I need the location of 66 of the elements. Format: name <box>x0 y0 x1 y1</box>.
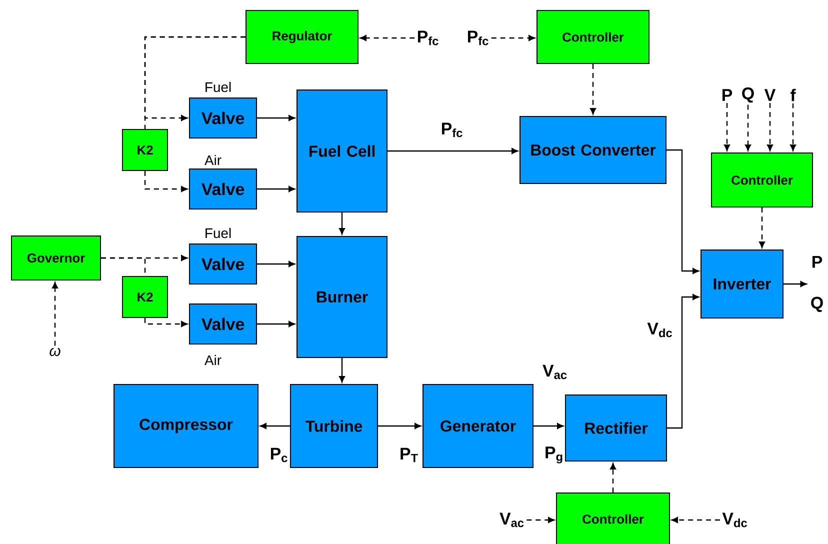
arrow <box>745 104 751 151</box>
arrow <box>52 282 58 346</box>
process-box: Inverter <box>700 250 784 318</box>
signal-label: P$_{fc}$ <box>418 30 438 46</box>
process-box: Fuel Cell <box>296 90 388 212</box>
process-box: Boost Converter <box>520 116 666 184</box>
edge-label: P$_{c}$ <box>270 448 288 462</box>
arrow <box>144 171 188 192</box>
signal-label: V$_{ac}$ <box>542 364 567 380</box>
arrow <box>666 149 699 274</box>
arrow <box>534 423 564 429</box>
arrow <box>724 103 730 151</box>
signal-label: V$_{dc}$ <box>647 322 672 338</box>
arrow <box>610 463 616 492</box>
controller-box: K2 <box>122 129 168 171</box>
flow-label: Air <box>204 354 222 366</box>
valve-box: Valve <box>189 304 257 344</box>
arrow <box>491 35 535 41</box>
signal-label: f <box>790 88 796 102</box>
arrow <box>767 103 773 151</box>
arrow <box>360 35 415 41</box>
process-box: Rectifier <box>565 394 667 462</box>
arrow <box>672 517 720 523</box>
controller-box: K2 <box>122 276 168 318</box>
controller-box: Controller <box>556 492 670 544</box>
signal-label: P$_{fc}$ <box>468 30 488 46</box>
arrow <box>257 321 295 327</box>
arrow <box>339 212 345 234</box>
arrow <box>784 281 807 287</box>
edge-label: P$_{fc}$ <box>442 122 462 138</box>
variable-label: ω <box>50 348 60 356</box>
flow-label: Fuel <box>206 82 231 92</box>
controller-box: Regulator <box>246 10 358 64</box>
arrow <box>590 64 596 114</box>
arrow <box>388 148 518 154</box>
flow-label: Fuel <box>206 228 231 238</box>
arrow <box>667 294 699 429</box>
arrow <box>260 423 290 429</box>
controller-box: Controller <box>536 10 650 64</box>
controller-box: Controller <box>711 152 813 208</box>
edge-label: P$_{T}$ <box>400 448 418 462</box>
controller-box: Governor <box>11 236 101 280</box>
arrow <box>257 261 295 267</box>
arrow <box>378 423 421 429</box>
valve-box: Valve <box>189 244 257 284</box>
valve-box: Valve <box>189 168 257 210</box>
signal-label: P <box>722 89 732 101</box>
arrow <box>526 517 554 523</box>
process-box: Burner <box>296 236 388 358</box>
arrow <box>790 103 796 151</box>
flow-label: Air <box>204 154 222 166</box>
signal-label: V$_{dc}$ <box>722 512 747 528</box>
arrow <box>339 358 345 382</box>
signal-label: V <box>764 89 776 101</box>
arrow <box>759 208 765 248</box>
signal-label: P Q <box>811 256 823 312</box>
valve-box: Valve <box>189 98 257 138</box>
process-box: Generator <box>422 384 534 468</box>
signal-label: V$_{ac}$ <box>500 512 524 528</box>
process-box: Compressor <box>114 384 258 468</box>
edge-label: P$_{g}$ <box>546 446 562 464</box>
arrow <box>257 186 295 192</box>
arrow <box>144 318 188 327</box>
process-box: Turbine <box>290 384 378 468</box>
signal-label: Q <box>742 87 754 103</box>
arrow <box>257 115 295 121</box>
